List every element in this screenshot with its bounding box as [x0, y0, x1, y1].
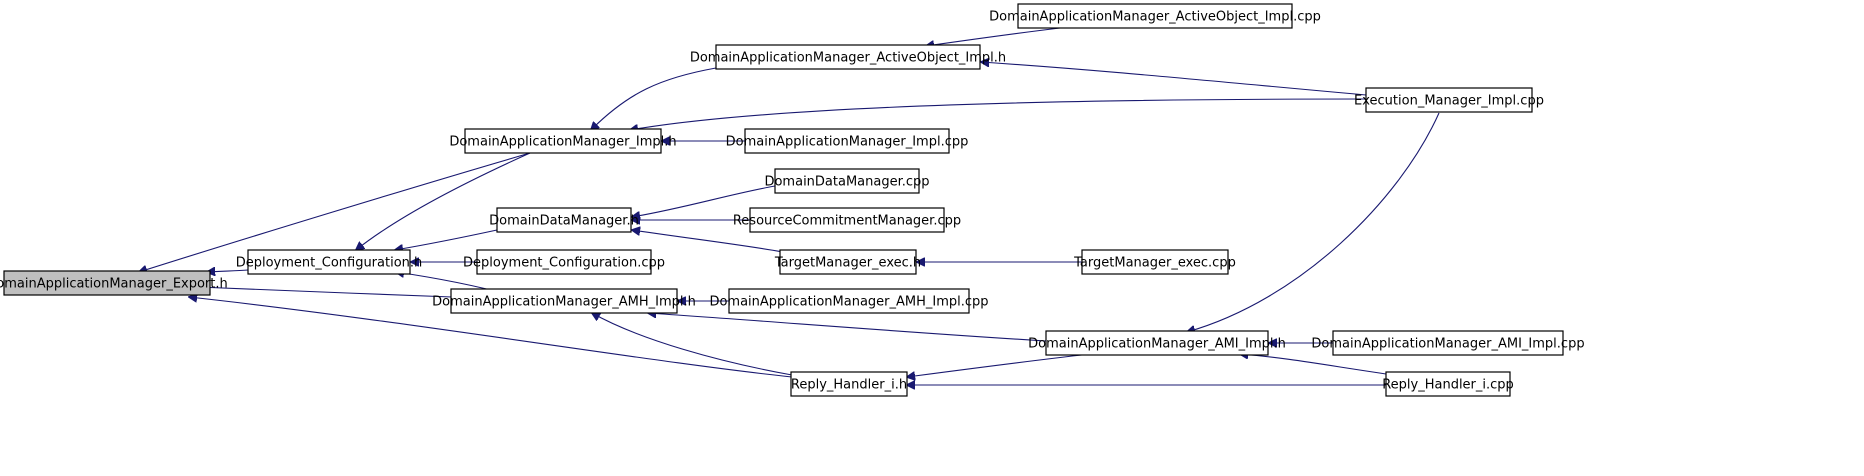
edge-deploy-conf-h-to-export-h: [207, 270, 249, 272]
node-label: Reply_Handler_i.h: [791, 378, 907, 393]
edge-dam-ao-impl-h-to-dam-impl-h: [591, 67, 717, 130]
node-dam-ao-impl-h[interactable]: DomainApplicationManager_ActiveObject_Im…: [690, 44, 1006, 70]
edge-dam-ami-impl-h-to-dam-amh-impl-h: [648, 313, 1047, 342]
node-exec-mgr-impl-cpp[interactable]: Execution_Manager_Impl.cpp: [1354, 87, 1544, 113]
node-rcm-cpp[interactable]: ResourceCommitmentManager.cpp: [733, 207, 961, 233]
node-dam-ami-impl-cpp[interactable]: DomainApplicationManager_AMI_Impl.cpp: [1311, 330, 1585, 356]
node-label: DomainApplicationManager_ActiveObject_Im…: [690, 51, 1006, 66]
node-label: DomainApplicationManager_AMH_Impl.cpp: [709, 295, 988, 310]
node-dam-amh-impl-h[interactable]: DomainApplicationManager_AMH_Impl.h: [432, 288, 696, 314]
edge-tm-exec-h-to-ddm-h: [632, 230, 801, 256]
edge-exec-mgr-impl-cpp-to-dam-ami-impl-h: [1187, 112, 1440, 332]
node-box[interactable]: [744, 128, 950, 154]
node-label: DomainDataManager.cpp: [764, 175, 929, 190]
node-dam-ao-impl-cpp[interactable]: DomainApplicationManager_ActiveObject_Im…: [989, 3, 1321, 29]
node-box[interactable]: [496, 207, 632, 233]
node-box[interactable]: [1081, 249, 1229, 275]
node-box[interactable]: [728, 288, 970, 314]
edge-dam-amh-impl-h-to-export-h: [198, 287, 453, 298]
node-dam-ami-impl-h[interactable]: DomainApplicationManager_AMI_Impl.h: [1028, 330, 1286, 356]
node-box[interactable]: [450, 288, 678, 314]
node-label: DomainApplicationManager_Impl.h: [449, 135, 676, 150]
node-box[interactable]: [464, 128, 662, 154]
node-box[interactable]: [779, 249, 917, 275]
edge-ddm-cpp-to-ddm-h: [632, 185, 776, 217]
node-tm-exec-h[interactable]: TargetManager_exec.h: [774, 249, 921, 275]
node-deploy-conf-cpp[interactable]: Deployment_Configuration.cpp: [463, 249, 665, 275]
edge-dam-ami-impl-h-to-reply-handler-h: [907, 353, 1091, 377]
node-label: Deployment_Configuration.h: [236, 256, 423, 271]
edge-reply-handler-h-to-export-h: [189, 297, 793, 378]
node-box[interactable]: [749, 207, 945, 233]
node-ddm-h[interactable]: DomainDataManager.h: [489, 207, 639, 233]
node-box[interactable]: [476, 249, 652, 275]
node-box[interactable]: [715, 44, 981, 70]
node-box[interactable]: [247, 249, 411, 275]
node-label: Deployment_Configuration.cpp: [463, 256, 665, 271]
node-label: Reply_Handler_i.cpp: [1382, 378, 1514, 393]
node-dam-impl-cpp[interactable]: DomainApplicationManager_Impl.cpp: [726, 128, 969, 154]
edge-dam-ao-impl-cpp-to-dam-ao-impl-h: [926, 27, 1061, 46]
edge-reply-handler-h-to-dam-amh-impl-h: [592, 313, 793, 376]
node-reply-handler-h[interactable]: Reply_Handler_i.h: [790, 371, 908, 397]
node-dam-amh-impl-cpp[interactable]: DomainApplicationManager_AMH_Impl.cpp: [709, 288, 989, 314]
node-box[interactable]: [790, 371, 908, 397]
node-label: DomainApplicationManager_ActiveObject_Im…: [989, 10, 1321, 25]
node-label: DomainApplicationManager_Export.h: [0, 277, 228, 292]
edge-exec-mgr-impl-cpp-to-dam-impl-h: [630, 98, 1367, 130]
node-box[interactable]: [1332, 330, 1564, 356]
node-box[interactable]: [774, 168, 920, 194]
node-dam-impl-h[interactable]: DomainApplicationManager_Impl.h: [449, 128, 677, 154]
edge-dam-impl-h-to-export-h: [139, 152, 531, 272]
node-label: DomainApplicationManager_AMI_Impl.cpp: [1311, 337, 1584, 352]
edge-exec-mgr-impl-cpp-to-dam-ao-impl-h: [981, 62, 1367, 96]
edge-reply-handler-cpp-to-dam-ami-impl-h: [1240, 354, 1401, 377]
node-label: TargetManager_exec.h: [774, 256, 921, 271]
nodes-layer: DomainApplicationManager_Export.h Deploym…: [0, 3, 1585, 397]
node-deploy-conf-h[interactable]: Deployment_Configuration.h: [236, 249, 423, 275]
node-reply-handler-cpp[interactable]: Reply_Handler_i.cpp: [1382, 371, 1514, 397]
node-label: ResourceCommitmentManager.cpp: [733, 214, 961, 229]
node-box[interactable]: [1365, 87, 1533, 113]
node-label: DomainApplicationManager_AMI_Impl.h: [1028, 337, 1286, 352]
node-label: DomainApplicationManager_Impl.cpp: [726, 135, 969, 150]
node-box[interactable]: [1045, 330, 1269, 356]
node-tm-exec-cpp[interactable]: TargetManager_exec.cpp: [1073, 249, 1236, 275]
edge-ddm-h-to-deploy-conf-h: [395, 229, 498, 250]
node-ddm-cpp[interactable]: DomainDataManager.cpp: [764, 168, 930, 194]
edge-dam-impl-h-to-deploy-conf-h: [356, 152, 531, 250]
node-box[interactable]: [3, 270, 211, 296]
node-label: Execution_Manager_Impl.cpp: [1354, 94, 1544, 109]
node-export-h[interactable]: DomainApplicationManager_Export.h: [0, 270, 228, 296]
node-box[interactable]: [1385, 371, 1511, 397]
node-label: DomainDataManager.h: [489, 214, 639, 229]
node-box[interactable]: [1017, 3, 1293, 29]
node-label: TargetManager_exec.cpp: [1073, 256, 1236, 271]
node-label: DomainApplicationManager_AMH_Impl.h: [432, 295, 696, 310]
